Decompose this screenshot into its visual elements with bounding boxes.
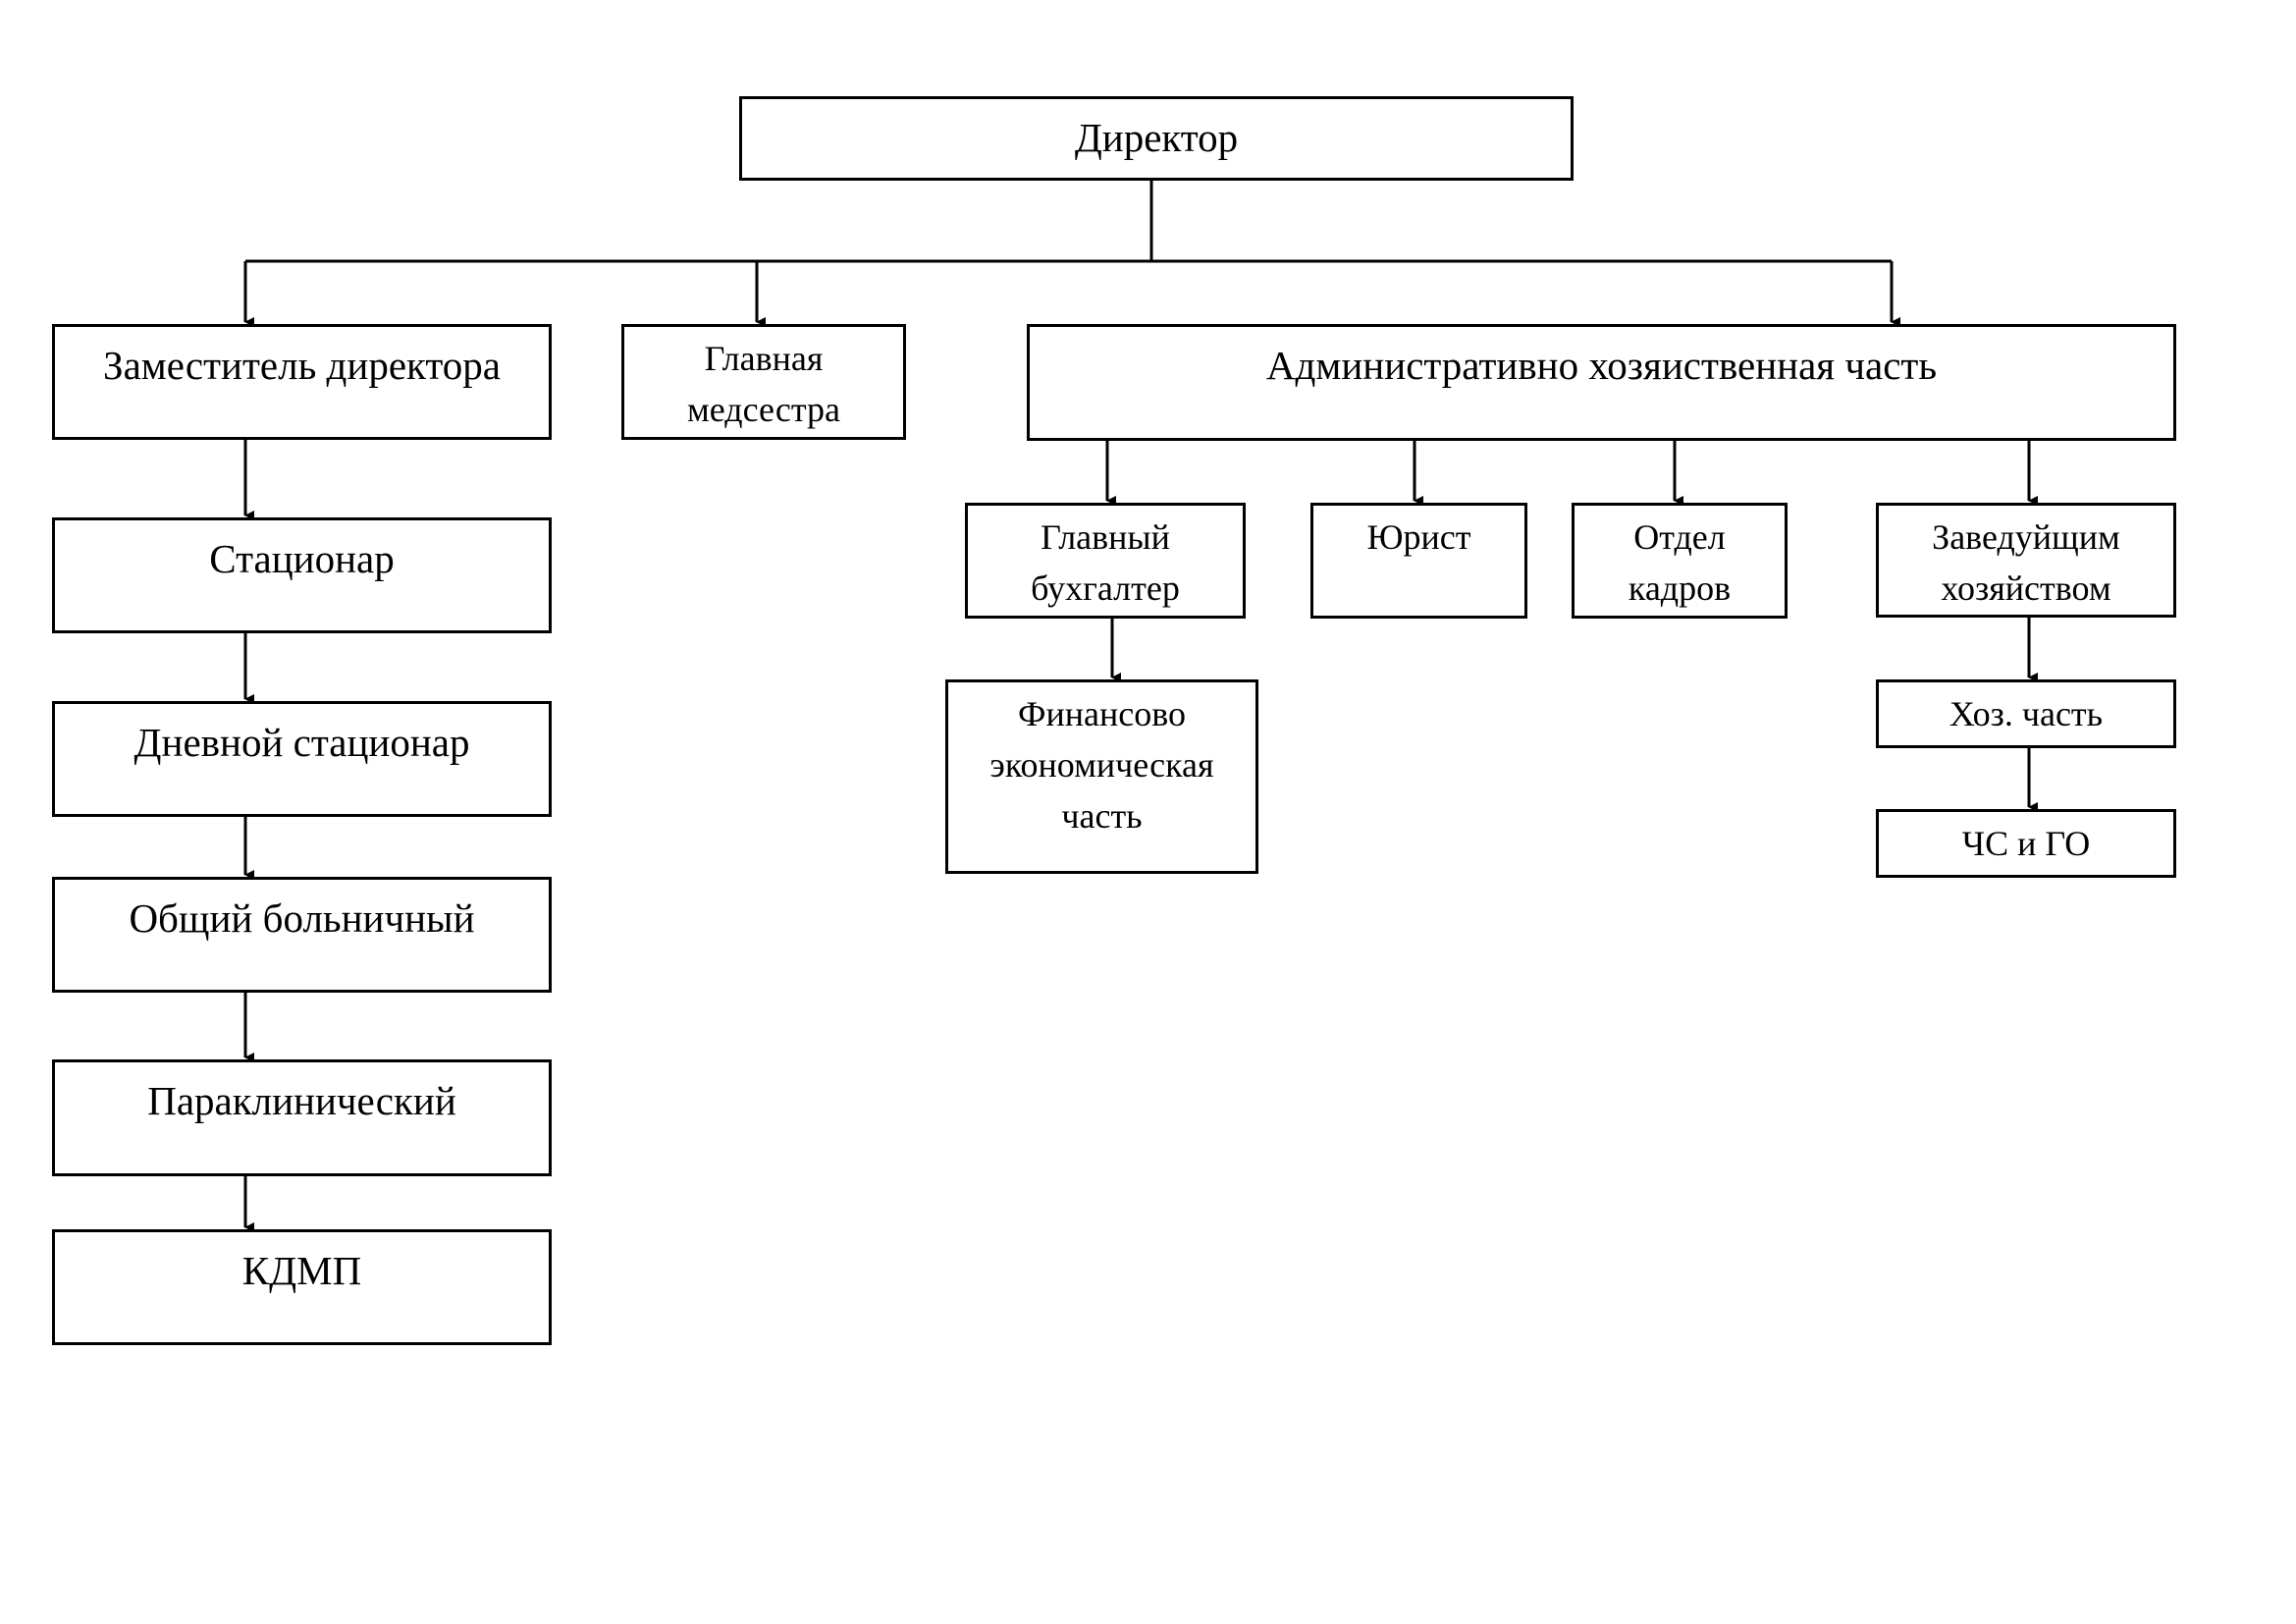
label-director: Директор — [1074, 115, 1239, 160]
label-chief-accountant-line-1: Главный — [1041, 517, 1170, 557]
box-inpatient: Стационар — [52, 517, 552, 633]
box-lawyer: Юрист — [1310, 503, 1527, 619]
label-head-nurse-line-1: Главная — [704, 339, 824, 378]
label-hr-line-2: кадров — [1628, 568, 1732, 608]
box-household-part: Хоз. часть — [1876, 679, 2176, 748]
label-household-head-line-2: хозяйством — [1941, 568, 2111, 608]
label-hr-line-1: Отдел — [1633, 517, 1726, 557]
label-finance-line-1: Финансово — [1018, 694, 1186, 733]
box-hr: Отдел кадров — [1572, 503, 1788, 619]
label-finance-line-2: экономическая — [989, 745, 1214, 785]
box-head-nurse: Главная медсестра — [621, 324, 906, 440]
label-admin-household: Административно хозяиственная часть — [1265, 343, 1938, 388]
box-general-hospital: Общий больничный — [52, 877, 552, 993]
label-household-head-line-1: Заведуйщим — [1932, 517, 2120, 557]
label-chief-accountant-line-2: бухгалтер — [1031, 568, 1180, 608]
box-admin-household: Административно хозяиственная часть — [1027, 324, 2176, 441]
label-lawyer: Юрист — [1366, 517, 1471, 557]
label-day-hospital: Дневной стационар — [133, 720, 470, 765]
label-inpatient: Стационар — [209, 536, 395, 581]
label-general-hospital: Общий больничный — [129, 895, 475, 941]
label-deputy-director: Заместитель директора — [103, 343, 501, 388]
box-deputy-director: Заместитель директора — [52, 324, 552, 440]
box-day-hospital: Дневной стационар — [52, 701, 552, 817]
label-finance-line-3: часть — [1061, 796, 1143, 836]
box-emergency: ЧС и ГО — [1876, 809, 2176, 878]
box-kdmp: КДМП — [52, 1229, 552, 1345]
label-paraclinical: Параклинический — [147, 1078, 456, 1123]
label-emergency: ЧС и ГО — [1961, 824, 2091, 863]
label-head-nurse-line-2: медсестра — [686, 390, 841, 429]
label-kdmp: КДМП — [241, 1248, 362, 1293]
box-director: Директор — [739, 96, 1574, 181]
label-household-part: Хоз. часть — [1949, 694, 2104, 733]
box-finance: Финансово экономическая часть — [945, 679, 1258, 874]
box-household-head: Заведуйщим хозяйством — [1876, 503, 2176, 618]
box-paraclinical: Параклинический — [52, 1059, 552, 1176]
box-chief-accountant: Главный бухгалтер — [965, 503, 1246, 619]
